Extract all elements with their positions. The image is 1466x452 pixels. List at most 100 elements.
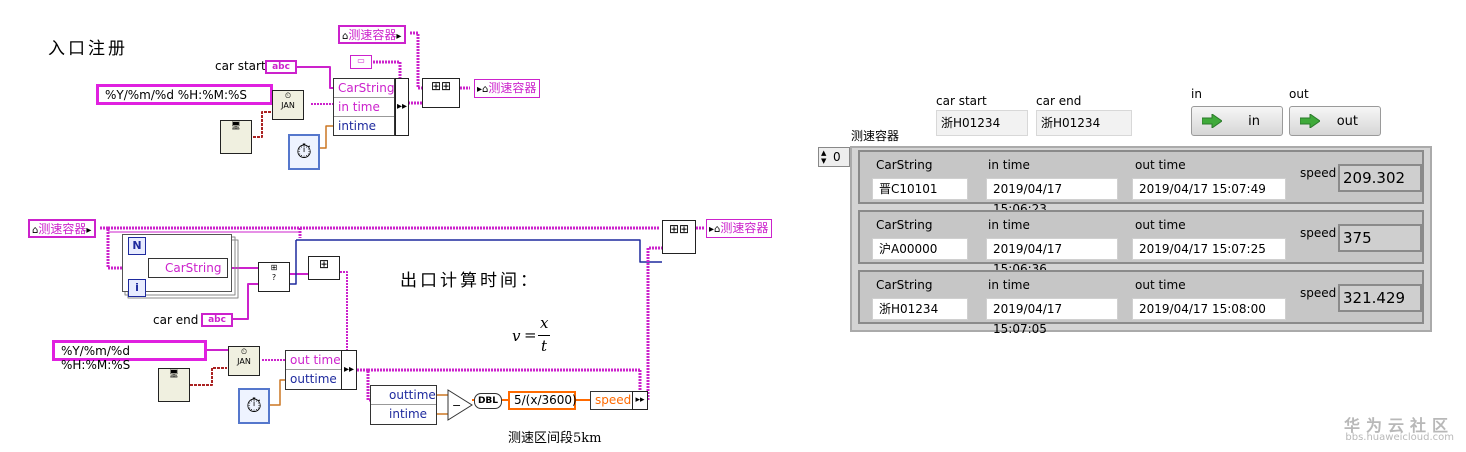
header-speed: speed bbox=[1300, 166, 1337, 180]
local-var-name: 测速容器 bbox=[488, 81, 537, 95]
bundle-field-in-time: in time bbox=[334, 98, 394, 117]
out-time-field[interactable]: 2019/04/17 15:07:49 bbox=[1132, 178, 1286, 200]
replace-array-subset-icon[interactable]: ⊞⊞ bbox=[662, 220, 696, 254]
timestamp-constant-icon[interactable]: ⏱ bbox=[288, 134, 320, 170]
formula-lhs: v bbox=[512, 327, 521, 345]
car-end-label: car end bbox=[1036, 94, 1082, 108]
unbundle-field-carstring: CarString bbox=[165, 261, 222, 275]
in-button-label: in bbox=[1248, 114, 1260, 129]
header-carstring: CarString bbox=[876, 218, 933, 232]
speed-formula: v = x t bbox=[512, 314, 552, 358]
formula-numerator: x bbox=[540, 314, 549, 332]
unbundle-by-name-node[interactable]: CarString bbox=[148, 258, 228, 278]
arrow-right-icon bbox=[1300, 114, 1320, 128]
loop-iteration-terminal[interactable]: i bbox=[128, 279, 146, 297]
in-time-field[interactable]: 2019/04/17 15:06:23 bbox=[986, 178, 1118, 216]
car-end-terminal-label: car end bbox=[153, 313, 199, 327]
header-carstring: CarString bbox=[876, 278, 933, 292]
carstring-field[interactable]: 沪A00000 bbox=[872, 238, 968, 260]
timestamp-constant-icon[interactable]: ⏱ bbox=[238, 388, 270, 424]
header-out-time: out time bbox=[1135, 278, 1186, 292]
bundle-field-intime: intime bbox=[338, 119, 377, 133]
get-datetime-icon[interactable]: 🖥 bbox=[220, 120, 252, 154]
bundle-by-name-node[interactable]: CarString in time intime bbox=[333, 78, 395, 136]
car-end-field[interactable]: 浙H01234 bbox=[1036, 110, 1132, 136]
car-end-terminal[interactable]: abc bbox=[201, 313, 233, 327]
formula-bar bbox=[538, 335, 550, 336]
arrow-right-icon bbox=[1202, 114, 1222, 128]
local-var-name: 测速容器 bbox=[348, 28, 397, 42]
header-in-time: in time bbox=[988, 278, 1030, 292]
search-string-icon[interactable]: ⊞? bbox=[258, 262, 290, 292]
format-datetime-icon[interactable]: ⏲JAN bbox=[228, 346, 260, 376]
exit-bundle-field-out-time: out time bbox=[286, 351, 342, 370]
speed-container-array-label: 测速容器 bbox=[851, 129, 900, 143]
get-datetime-icon[interactable]: 🖥 bbox=[158, 368, 190, 402]
exit-bundle-by-name-node[interactable]: out time outtime bbox=[285, 350, 343, 390]
format-string-constant-1[interactable]: %Y/%m/%d %H:%M:%S bbox=[96, 84, 273, 105]
in-button-caption: in bbox=[1191, 87, 1202, 101]
expression-node[interactable]: 5/(x/3600) bbox=[508, 391, 577, 410]
house-icon: ⌂ bbox=[342, 31, 349, 42]
record-cluster: CarString in time out time speed 沪A00000… bbox=[858, 210, 1424, 276]
entry-section-title: 入口注册 bbox=[48, 39, 128, 59]
header-out-time: out time bbox=[1135, 158, 1186, 172]
out-button-caption: out bbox=[1289, 87, 1309, 101]
carstring-field[interactable]: 浙H01234 bbox=[872, 298, 968, 320]
speed-bundle-node[interactable]: speed bbox=[590, 391, 634, 410]
car-start-terminal-label: car start bbox=[215, 59, 266, 73]
format-datetime-icon[interactable]: ⏲JAN bbox=[272, 90, 304, 120]
unbundle-times-node[interactable]: outtime intime bbox=[370, 385, 437, 425]
watermark-name: 华为云社区 bbox=[1343, 416, 1454, 435]
record-cluster: CarString in time out time speed 晋C10101… bbox=[858, 150, 1424, 216]
loop-count-terminal[interactable]: N bbox=[128, 237, 146, 255]
formula-denominator: t bbox=[541, 337, 548, 355]
car-start-field[interactable]: 浙H01234 bbox=[936, 110, 1028, 136]
bundle-terminal-bar-icon: ▸▸ bbox=[395, 78, 409, 136]
record-cluster: CarString in time out time speed 浙H01234… bbox=[858, 270, 1424, 336]
format-string-constant-2[interactable]: %Y/%m/%d %H:%M:%S bbox=[52, 340, 207, 372]
segment-length-note: 测速区间段5km bbox=[508, 431, 602, 446]
build-array-icon[interactable]: ⊞⊞ bbox=[422, 78, 460, 108]
bundle-output-bar-icon: ▸▸ bbox=[632, 391, 648, 410]
header-in-time: in time bbox=[988, 158, 1030, 172]
out-time-field[interactable]: 2019/04/17 15:07:25 bbox=[1132, 238, 1286, 260]
unbundle-field-outtime: outtime bbox=[371, 386, 436, 405]
unbundle-field-intime: intime bbox=[389, 407, 428, 421]
local-var-speed-container[interactable]: ⌂测速容器▸ bbox=[338, 25, 407, 44]
header-speed: speed bbox=[1300, 286, 1337, 300]
header-speed: speed bbox=[1300, 226, 1337, 240]
speed-indicator: 321.429 bbox=[1338, 284, 1422, 312]
local-var-speed-container-read[interactable]: ⌂测速容器▸ bbox=[28, 219, 97, 238]
to-double-node[interactable]: DBL bbox=[474, 393, 502, 409]
local-var-speed-container-write[interactable]: ▸⌂测速容器 bbox=[706, 219, 773, 238]
property-node-icon[interactable]: ▭ bbox=[350, 55, 372, 69]
array-index-value: 0 bbox=[833, 150, 841, 164]
watermark-url: bbs.huaweicloud.com bbox=[1345, 432, 1454, 443]
index-spinner-icon[interactable]: ▲▼ bbox=[821, 149, 827, 165]
out-button-label: out bbox=[1336, 114, 1358, 129]
car-start-terminal[interactable]: abc bbox=[265, 60, 297, 74]
local-var-name: 测速容器 bbox=[38, 222, 87, 236]
local-var-name: 测速容器 bbox=[720, 221, 769, 235]
subtract-node bbox=[447, 389, 473, 421]
exit-bundle-field-outtime: outtime bbox=[290, 372, 337, 386]
exit-section-title: 出口计算时间： bbox=[400, 271, 540, 291]
speed-indicator: 209.302 bbox=[1338, 164, 1422, 192]
formula-equals: = bbox=[524, 326, 537, 344]
bundle-field-carstring: CarString bbox=[334, 79, 394, 98]
index-array-icon[interactable]: ⊞ bbox=[308, 256, 340, 280]
speed-container-array[interactable]: CarString in time out time speed 晋C10101… bbox=[850, 146, 1432, 336]
header-in-time: in time bbox=[988, 218, 1030, 232]
in-button[interactable]: in bbox=[1191, 106, 1283, 136]
local-var-speed-container-out[interactable]: ▸⌂测速容器 bbox=[474, 79, 541, 98]
in-time-field[interactable]: 2019/04/17 15:06:36 bbox=[986, 238, 1118, 276]
out-button[interactable]: out bbox=[1289, 106, 1381, 136]
speed-indicator: 375 bbox=[1338, 224, 1422, 252]
svg-text:−: − bbox=[452, 399, 461, 412]
array-index-control[interactable]: ▲▼ 0 bbox=[818, 147, 850, 167]
out-time-field[interactable]: 2019/04/17 15:08:00 bbox=[1132, 298, 1286, 320]
carstring-field[interactable]: 晋C10101 bbox=[872, 178, 968, 200]
in-time-field[interactable]: 2019/04/17 15:07:05 bbox=[986, 298, 1118, 336]
